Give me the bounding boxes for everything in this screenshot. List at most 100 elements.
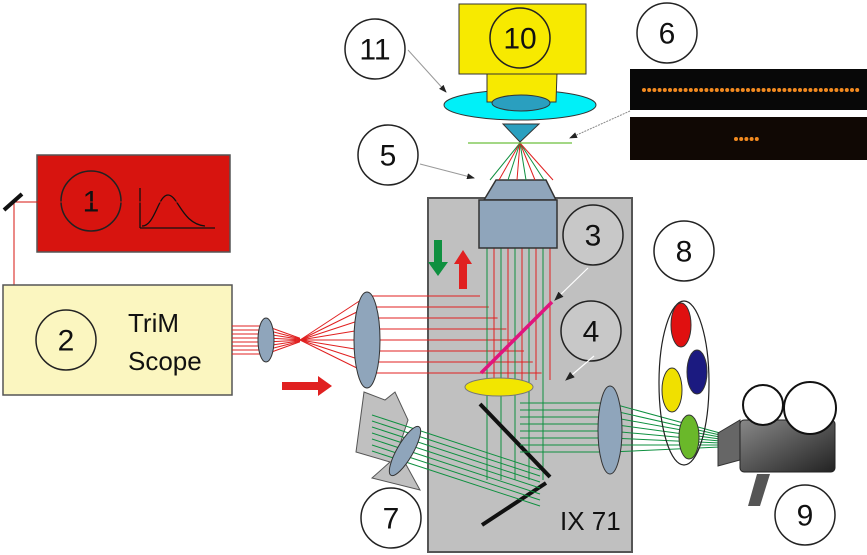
ion-dot: [824, 88, 828, 92]
mirror-a: [478, 402, 552, 479]
scope-text: Scope: [128, 346, 202, 376]
beam-line: [519, 142, 527, 181]
condenser-tip: [501, 123, 541, 143]
ion-dot: [688, 88, 693, 92]
ion-dot: [668, 88, 672, 92]
beam-line: [507, 142, 521, 181]
beam-line: [609, 446, 721, 453]
label-circle-8: [653, 220, 715, 282]
ion-dot: [808, 88, 813, 92]
ion-dot: [704, 88, 709, 92]
camera-beams: [520, 402, 721, 453]
ion-dot: [839, 88, 844, 92]
ion-dot: [744, 137, 749, 141]
laser-box: [36, 154, 231, 253]
ion-dot: [834, 88, 839, 92]
beam-line: [519, 142, 536, 181]
lens-1: [257, 317, 275, 363]
lens-2: [353, 291, 381, 389]
ion-dot: [787, 88, 792, 92]
ion-dot: [792, 88, 797, 92]
trim-scope-box: [2, 284, 233, 396]
camera-reel-2: [783, 381, 837, 435]
ion-dot: [652, 88, 657, 92]
filter-yellow: [661, 367, 683, 413]
filter-blue: [686, 349, 708, 395]
emission-filter: [464, 377, 534, 397]
ion-dot: [662, 88, 667, 92]
dichroic-mirror: [479, 300, 554, 375]
label-circle-11: [344, 18, 406, 80]
microscope-label: IX 71: [560, 506, 621, 536]
ion-dot: [735, 88, 740, 92]
label-circle-10: [489, 7, 551, 69]
beam-direction-arrow: [282, 376, 332, 396]
ion-dot: [756, 88, 761, 92]
ion-dot: [813, 88, 818, 92]
ion-dot: [818, 88, 823, 92]
beam-line: [498, 142, 521, 181]
beam-line: [516, 142, 521, 181]
ion-dot: [829, 88, 834, 92]
ion-dot: [740, 88, 745, 92]
beam-line: [609, 402, 721, 434]
ion-dot: [761, 88, 766, 92]
ion-dot: [844, 88, 849, 92]
ion-dot: [683, 88, 688, 92]
ion-dot: [730, 88, 735, 92]
label-4: 4: [583, 316, 600, 349]
excitation-beams: [232, 295, 542, 374]
filter-red: [670, 302, 692, 348]
condenser-aperture: [491, 94, 551, 112]
pointer-4: [565, 355, 595, 381]
ion-dot: [734, 137, 738, 141]
beam-line: [371, 420, 541, 477]
beam-line: [371, 432, 541, 489]
eyepiece-lens: [388, 425, 422, 477]
label-7: 7: [383, 503, 400, 536]
ion-dot: [766, 88, 771, 92]
ion-dot: [803, 88, 808, 92]
focus-cone: [489, 142, 554, 181]
ion-dot: [798, 88, 802, 92]
camera-mount: [748, 474, 770, 506]
ion-dot: [714, 88, 719, 92]
ion-dot: [720, 88, 724, 92]
trim-text: TriM: [128, 308, 179, 338]
label-9: 9: [797, 500, 814, 533]
ion-dot: [754, 137, 759, 141]
camera-lens: [597, 385, 623, 475]
ion-chain-short: [734, 137, 759, 141]
label-circle-6: [636, 2, 698, 64]
ion-dot: [739, 137, 744, 141]
label-3: 3: [585, 220, 602, 253]
label-5: 5: [380, 140, 397, 173]
ion-dot: [782, 88, 787, 92]
beam-line: [489, 142, 521, 181]
beam-line: [519, 142, 545, 181]
filter-wheel: [658, 300, 710, 466]
pulse-graph-icon: [139, 188, 215, 229]
mirror-b: [480, 481, 548, 527]
ion-dot: [855, 88, 860, 92]
ion-dot: [673, 88, 678, 92]
ion-dot: [642, 88, 646, 92]
ion-dot: [777, 88, 782, 92]
excitation-arrow-icon: [454, 250, 472, 289]
condenser-housing: [458, 3, 587, 75]
filter-green: [678, 414, 700, 460]
label-circle-2: [35, 309, 97, 371]
ion-dot: [850, 88, 854, 92]
objective-top: [482, 179, 558, 201]
ion-dot: [678, 88, 683, 92]
pointer-6: [569, 110, 631, 139]
ion-dot: [746, 88, 750, 92]
beam-line: [371, 426, 541, 483]
emission-arrow-icon: [428, 240, 448, 276]
ion-dot: [657, 88, 662, 92]
label-circle-9: [774, 484, 836, 546]
ion-dot: [647, 88, 652, 92]
label-circle-7: [360, 487, 422, 549]
camera-reel-1: [742, 384, 784, 426]
label-circle-3: [562, 204, 624, 266]
